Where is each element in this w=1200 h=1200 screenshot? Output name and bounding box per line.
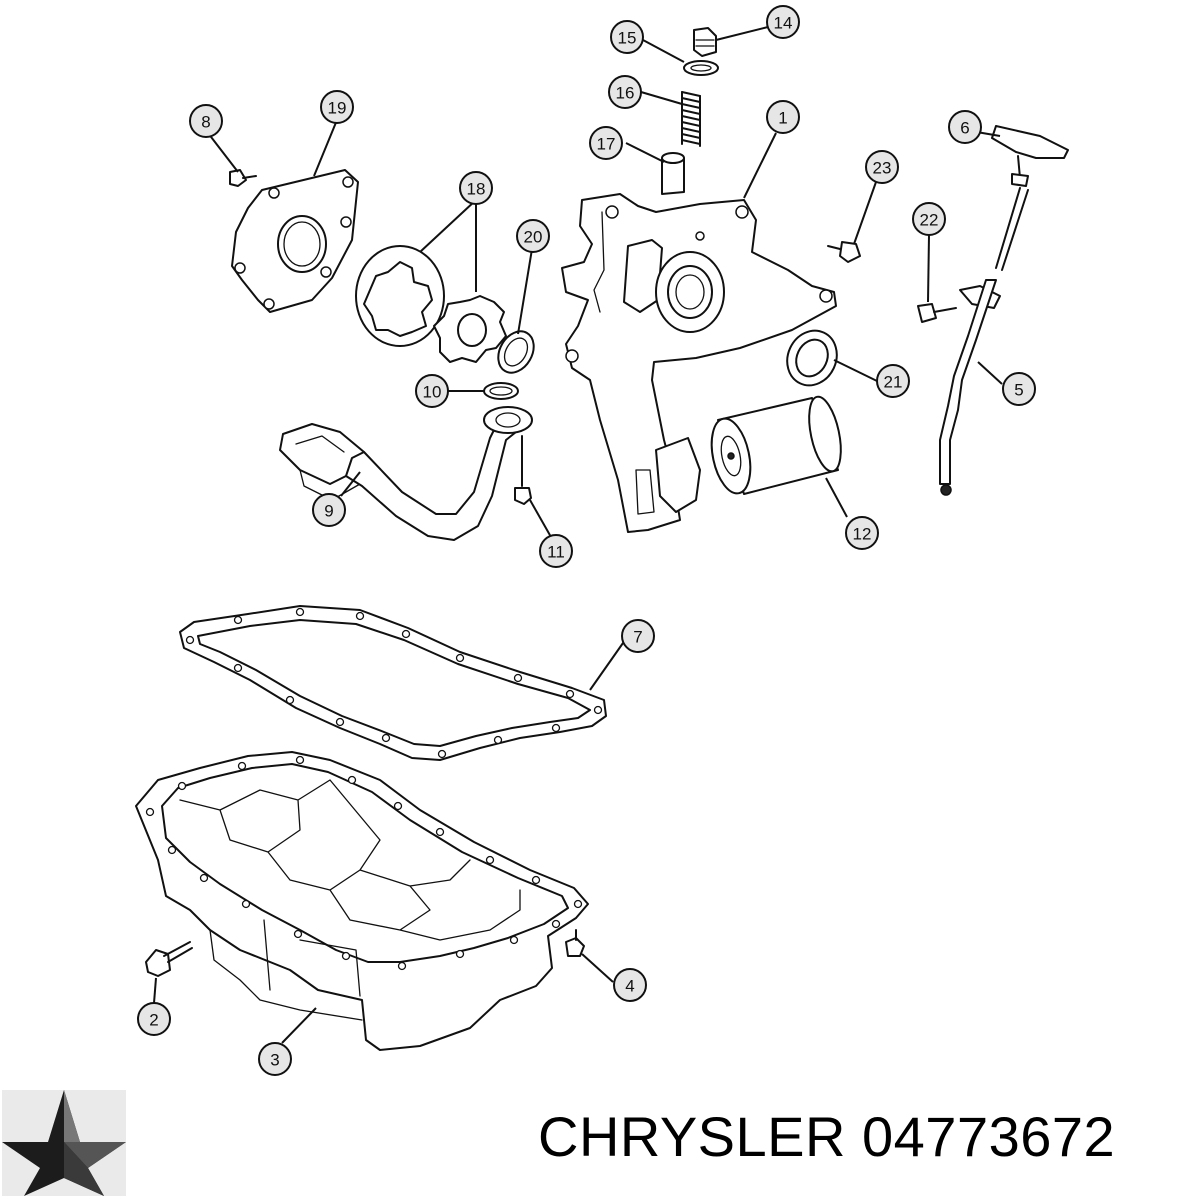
- inner-rotor-gear: [433, 295, 507, 363]
- callout-9: 9: [312, 493, 346, 527]
- housing-bolt-b: [917, 303, 957, 323]
- oil-pan-bolt-small: [565, 929, 585, 957]
- svg-text:18: 18: [467, 180, 486, 199]
- callout-18: 18: [459, 171, 493, 205]
- svg-text:11: 11: [547, 543, 565, 562]
- o-ring: [483, 382, 519, 400]
- svg-text:2: 2: [149, 1011, 158, 1030]
- callout-22: 22: [912, 202, 946, 236]
- callout-20: 20: [516, 219, 550, 253]
- callout-17: 17: [589, 126, 623, 160]
- crankshaft-seal: [786, 329, 838, 387]
- svg-text:15: 15: [618, 29, 637, 48]
- callout-19: 19: [320, 90, 354, 124]
- callout-21: 21: [876, 364, 910, 398]
- callout-15: 15: [610, 20, 644, 54]
- svg-text:23: 23: [873, 159, 892, 178]
- oil-pan: [135, 751, 589, 1051]
- relief-valve-gasket: [683, 60, 719, 76]
- svg-text:17: 17: [597, 135, 616, 154]
- oil-pan-gasket: [179, 605, 607, 761]
- callout-4: 4: [613, 968, 647, 1002]
- svg-text:8: 8: [201, 113, 210, 132]
- svg-text:3: 3: [270, 1051, 279, 1070]
- housing-bolt-a: [827, 241, 861, 263]
- svg-text:21: 21: [884, 373, 903, 392]
- outer-rotor-gear: [355, 245, 445, 347]
- callout-10: 10: [415, 374, 449, 408]
- callout-1: 1: [766, 100, 800, 134]
- svg-text:16: 16: [616, 84, 635, 103]
- svg-text:9: 9: [324, 502, 333, 521]
- oil-pan-bolt-large: [145, 941, 193, 977]
- svg-text:19: 19: [328, 99, 347, 118]
- svg-text:4: 4: [625, 977, 634, 996]
- callout-23: 23: [865, 150, 899, 184]
- relief-valve-cap: [693, 27, 717, 57]
- relief-valve-plunger: [661, 152, 685, 195]
- dipstick-handle: [991, 125, 1069, 187]
- svg-text:12: 12: [853, 525, 872, 544]
- brand-name: CHRYSLER: [538, 1105, 846, 1168]
- svg-text:7: 7: [633, 628, 642, 647]
- svg-text:20: 20: [524, 228, 543, 247]
- seal-ring: [497, 330, 535, 374]
- dipstick-tube: [939, 187, 1029, 496]
- callout-14: 14: [766, 5, 800, 39]
- oil-filter: [710, 395, 842, 495]
- callout-5: 5: [1002, 372, 1036, 406]
- svg-text:5: 5: [1014, 381, 1023, 400]
- pump-cover-plate: [231, 169, 359, 313]
- part-number: 04773672: [862, 1105, 1116, 1168]
- svg-text:14: 14: [774, 14, 793, 33]
- relief-valve-spring: [681, 91, 701, 147]
- callout-7: 7: [621, 619, 655, 653]
- cover-screw: [229, 169, 257, 187]
- brand-part-label: CHRYSLER 04773672: [538, 1104, 1115, 1169]
- svg-text:22: 22: [920, 211, 939, 230]
- oil-pickup-tube: [279, 406, 533, 541]
- chrysler-pentastar-icon: [2, 1090, 126, 1196]
- callout-6: 6: [948, 110, 982, 144]
- callout-16: 16: [608, 75, 642, 109]
- oil-pump-housing: [561, 193, 837, 533]
- callout-2: 2: [137, 1002, 171, 1036]
- callout-3: 3: [258, 1042, 292, 1076]
- pickup-bolt: [514, 435, 532, 505]
- svg-text:6: 6: [960, 119, 969, 138]
- svg-text:1: 1: [778, 109, 787, 128]
- callout-11: 11: [539, 534, 573, 568]
- callout-12: 12: [845, 516, 879, 550]
- leader-lines: [153, 26, 1003, 1044]
- svg-text:10: 10: [423, 383, 442, 402]
- callout-8: 8: [189, 104, 223, 138]
